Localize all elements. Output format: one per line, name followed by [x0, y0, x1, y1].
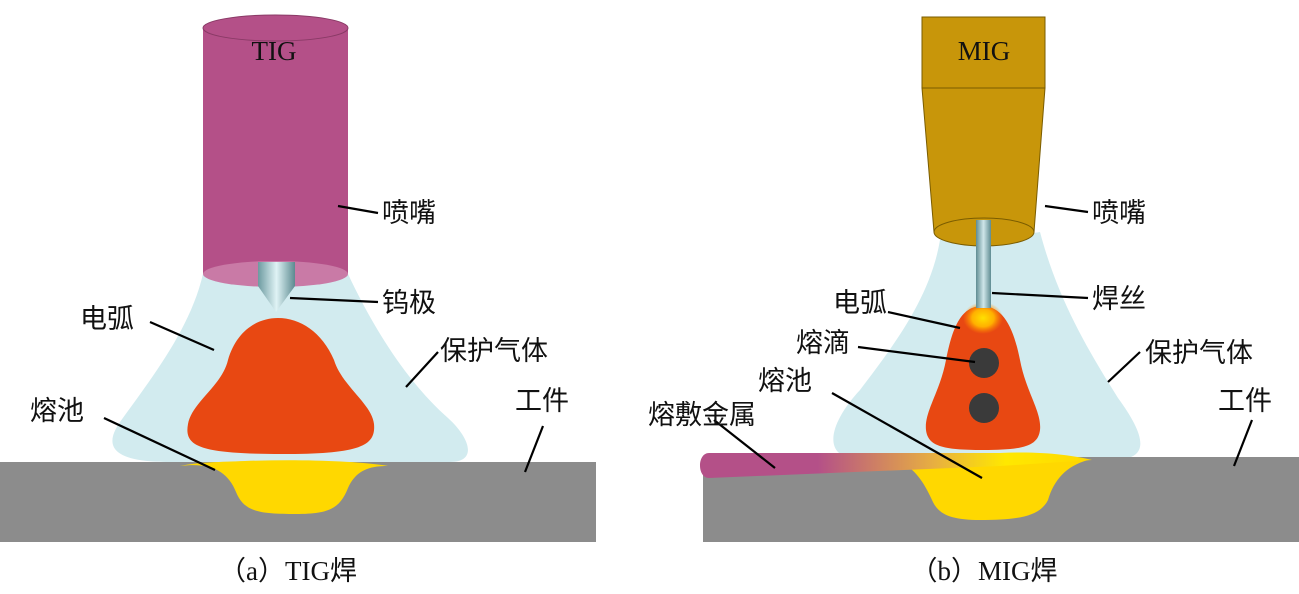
mig-workpiece-label: 工件 — [1218, 386, 1272, 417]
tig-nozzle-leader — [337, 204, 379, 215]
tig-nozzle-top — [202, 14, 349, 42]
mig-wire-label: 焊丝 — [1092, 284, 1146, 315]
tig-torch-label: TIG — [252, 36, 297, 66]
tig-nozzle-body — [203, 28, 348, 274]
mig-droplet-2 — [969, 393, 999, 423]
tig-caption: （a）TIG焊 — [219, 556, 357, 586]
mig-pool-label: 熔池 — [758, 366, 812, 397]
panel-a-tig: TIG 喷嘴 钨极 电弧 保护气体 熔池 工件 （a）TIG焊 — [0, 14, 596, 586]
tig-pool-label: 熔池 — [30, 396, 84, 427]
mig-pool-leader — [831, 392, 983, 479]
mig-cladding-label: 熔敷金属 — [648, 400, 756, 431]
tig-arc-leader — [149, 320, 215, 352]
tig-arc-label: 电弧 — [80, 304, 134, 335]
mig-arc — [925, 306, 1041, 450]
mig-nozzle-top — [921, 16, 1046, 89]
mig-weld-pool — [900, 460, 1088, 520]
tig-electrode-leader — [289, 296, 379, 304]
mig-arc-glow — [963, 302, 1003, 334]
tig-gas-label: 保护气体 — [440, 336, 548, 367]
mig-gas-leader — [1107, 351, 1141, 383]
mig-arc-label: 电弧 — [833, 288, 887, 319]
panel-b-mig: MIG 喷嘴 焊丝 电弧 熔滴 熔池 熔敷金属 保护气体 工件 （b）MIG焊 — [648, 16, 1299, 586]
tig-weld-pool — [180, 460, 388, 514]
mig-gas-label: 保护气体 — [1145, 338, 1253, 369]
mig-wire — [976, 220, 991, 308]
mig-torch-label: MIG — [958, 36, 1011, 66]
tig-nozzle-label: 喷嘴 — [382, 198, 436, 229]
tig-pool-leader — [103, 417, 216, 471]
mig-nozzle-leader — [1044, 204, 1089, 214]
tig-gas-leader — [405, 351, 439, 388]
mig-nozzle-cone — [921, 87, 1046, 233]
tig-electrode-label: 钨极 — [382, 288, 436, 319]
tig-tungsten-electrode — [258, 262, 295, 312]
mig-wire-leader — [991, 291, 1089, 300]
mig-arc-leader — [887, 310, 961, 330]
tig-arc — [187, 318, 375, 454]
mig-workpiece-leader — [1232, 419, 1254, 467]
tig-workpiece-leader — [523, 425, 545, 473]
mig-cladding-bead — [700, 452, 1092, 478]
mig-droplet-1 — [969, 348, 999, 378]
mig-droplet-label: 熔滴 — [796, 328, 850, 359]
tig-workpiece-label: 工件 — [515, 386, 569, 417]
mig-caption: （b）MIG焊 — [911, 556, 1058, 586]
mig-droplet-leader — [857, 345, 976, 364]
mig-nozzle-label: 喷嘴 — [1092, 198, 1146, 229]
mig-cladding-leader — [713, 419, 776, 469]
